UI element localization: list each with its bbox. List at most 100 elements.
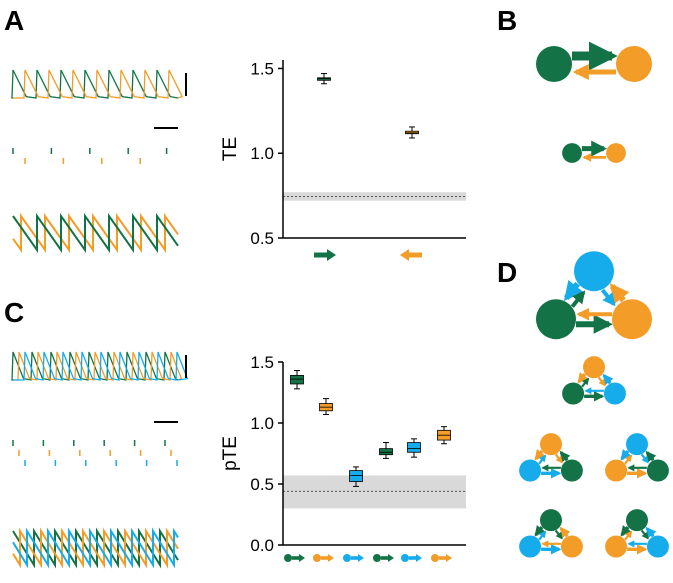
network-diagrams-d (519, 251, 669, 558)
y-tick-label: 1.5 (250, 59, 274, 78)
edge-green-to-blue (640, 529, 649, 540)
node-orange (606, 143, 626, 163)
y-axis-label: TE (220, 137, 241, 161)
edge-blue-to-green (563, 280, 584, 302)
voltage-trace-blue (13, 351, 189, 381)
edge-orange-to-blue (597, 376, 606, 387)
node-green (626, 509, 648, 532)
y-tick-label: 0.5 (250, 229, 274, 248)
node-green (646, 459, 669, 482)
null-band (283, 192, 466, 201)
category-arrow-left (408, 252, 422, 258)
node-blue (646, 535, 669, 558)
edge-orange-to-green (577, 372, 589, 384)
network-diagrams-b (536, 41, 652, 163)
voltage-trace-orange (13, 351, 183, 381)
edge-orange-to-blue (534, 449, 546, 461)
node-orange (612, 299, 652, 340)
category-link (381, 556, 389, 560)
category-link-head (358, 554, 364, 562)
edge-green-to-blue (570, 290, 586, 308)
node-blue (603, 382, 626, 405)
edge-blue-to-orange (600, 288, 616, 307)
category-link-head (446, 554, 452, 562)
category-link-head (416, 554, 422, 562)
dynamics-trace-green (12, 212, 179, 254)
category-node-from (401, 554, 409, 562)
node-orange (616, 46, 652, 82)
node-blue (519, 459, 542, 482)
edge-blue-to-orange (538, 454, 547, 465)
category-link (292, 556, 300, 560)
box (405, 130, 419, 135)
voltage-trace-green (11, 351, 179, 381)
y-tick-label: 0.0 (250, 536, 274, 555)
dynamics-trace-orange (12, 527, 179, 569)
category-link-head (299, 554, 305, 562)
y-tick-label: 1.0 (250, 144, 274, 163)
category-link (439, 556, 447, 560)
edge-green-to-blue (534, 525, 546, 537)
edge-green-to-orange (620, 525, 632, 537)
panel-letter-b: B (497, 5, 517, 36)
category-node-from (343, 554, 351, 562)
category-link (351, 556, 359, 560)
category-node-from (313, 554, 321, 562)
box (379, 448, 393, 456)
category-link-head (328, 554, 334, 562)
category-link (321, 556, 329, 560)
edge-blue-to-orange (620, 449, 632, 461)
voltage-trace-green (11, 69, 179, 99)
edge-green-to-orange (581, 377, 590, 388)
traces-panel-a (11, 69, 187, 254)
node-green (540, 509, 562, 532)
node-orange (540, 433, 562, 456)
edge-blue-to-orange (602, 373, 614, 386)
node-orange (605, 459, 628, 482)
edge-blue-to-green (538, 530, 547, 541)
edge-orange-to-green (624, 530, 633, 541)
box (407, 442, 421, 453)
edge-blue-to-green (645, 526, 657, 539)
y-axis-label: pTE (220, 436, 241, 471)
node-blue (626, 433, 648, 456)
node-blue (574, 251, 614, 292)
node-blue (519, 535, 542, 558)
node-green (562, 382, 585, 405)
panel-letter-d: D (497, 257, 517, 288)
node-orange (560, 535, 583, 558)
edge-orange-to-blue (624, 454, 633, 465)
dynamics-trace-green (12, 527, 179, 569)
category-link (409, 556, 417, 560)
edge-orange-to-green (559, 526, 571, 539)
dynamics-trace-orange (12, 212, 179, 254)
node-green (536, 46, 572, 82)
null-band (283, 475, 466, 509)
voltage-trace-orange (13, 69, 184, 99)
dynamics-trace-blue (12, 527, 179, 569)
node-green (536, 299, 576, 340)
box (349, 470, 363, 482)
box-chart-te: 0.5 1.0 1.5TE (220, 59, 466, 261)
traces-panel-c (11, 351, 189, 569)
category-arrowhead (400, 249, 409, 261)
panel-letter-c: C (4, 297, 24, 328)
category-node-from (431, 554, 439, 562)
edge-green-to-orange (559, 450, 571, 463)
edge-blue-to-green (640, 453, 649, 464)
panel-letter-a: A (4, 5, 24, 36)
edge-green-to-blue (645, 450, 657, 463)
node-green (562, 143, 582, 163)
box (290, 375, 304, 385)
y-tick-label: 0.5 (250, 475, 274, 494)
category-link-head (388, 554, 394, 562)
category-arrowhead (327, 249, 336, 261)
y-tick-label: 1.5 (250, 353, 274, 372)
edge-orange-to-blue (609, 283, 630, 305)
category-arrow-right (314, 252, 328, 258)
category-node-from (284, 554, 292, 562)
node-orange (605, 535, 628, 558)
category-node-from (373, 554, 381, 562)
